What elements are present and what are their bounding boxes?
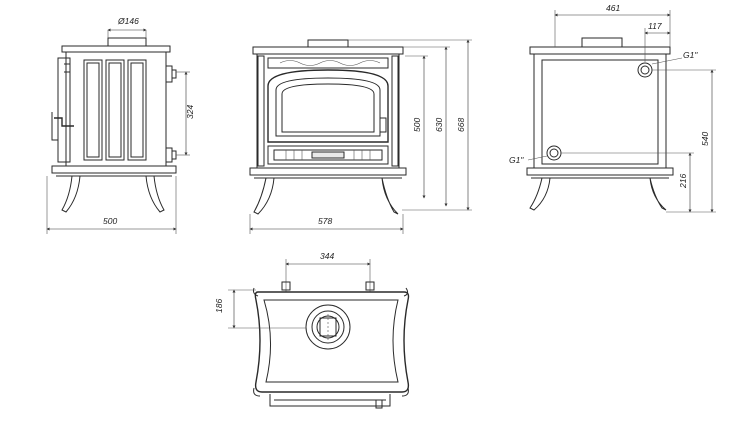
front-height-630-label: 630 (434, 118, 444, 132)
back-offset-117-label: 117 (648, 21, 662, 31)
lower-connection-label: G1" (509, 155, 524, 165)
back-height-540-label: 540 (700, 132, 710, 146)
side-width-label: 500 (103, 216, 117, 226)
back-depth-label: 461 (606, 3, 620, 13)
top-offset-label: 186 (214, 299, 224, 313)
side-flue-diameter-label: Ø146 (117, 16, 139, 26)
top-spacing-label: 344 (320, 251, 334, 261)
side-view: Ø146 324 500 (46, 16, 195, 234)
front-view: 578 500 630 668 (249, 39, 472, 234)
back-view: 461 117 G1" G1" 540 216 (509, 3, 716, 213)
side-socket-spacing-label: 324 (185, 105, 195, 119)
back-height-216-label: 216 (678, 174, 688, 189)
front-height-668-label: 668 (456, 118, 466, 132)
front-width-label: 578 (318, 216, 332, 226)
top-view: 344 186 (214, 251, 410, 409)
upper-connection-label: G1" (683, 50, 698, 60)
front-height-500-label: 500 (412, 118, 422, 132)
